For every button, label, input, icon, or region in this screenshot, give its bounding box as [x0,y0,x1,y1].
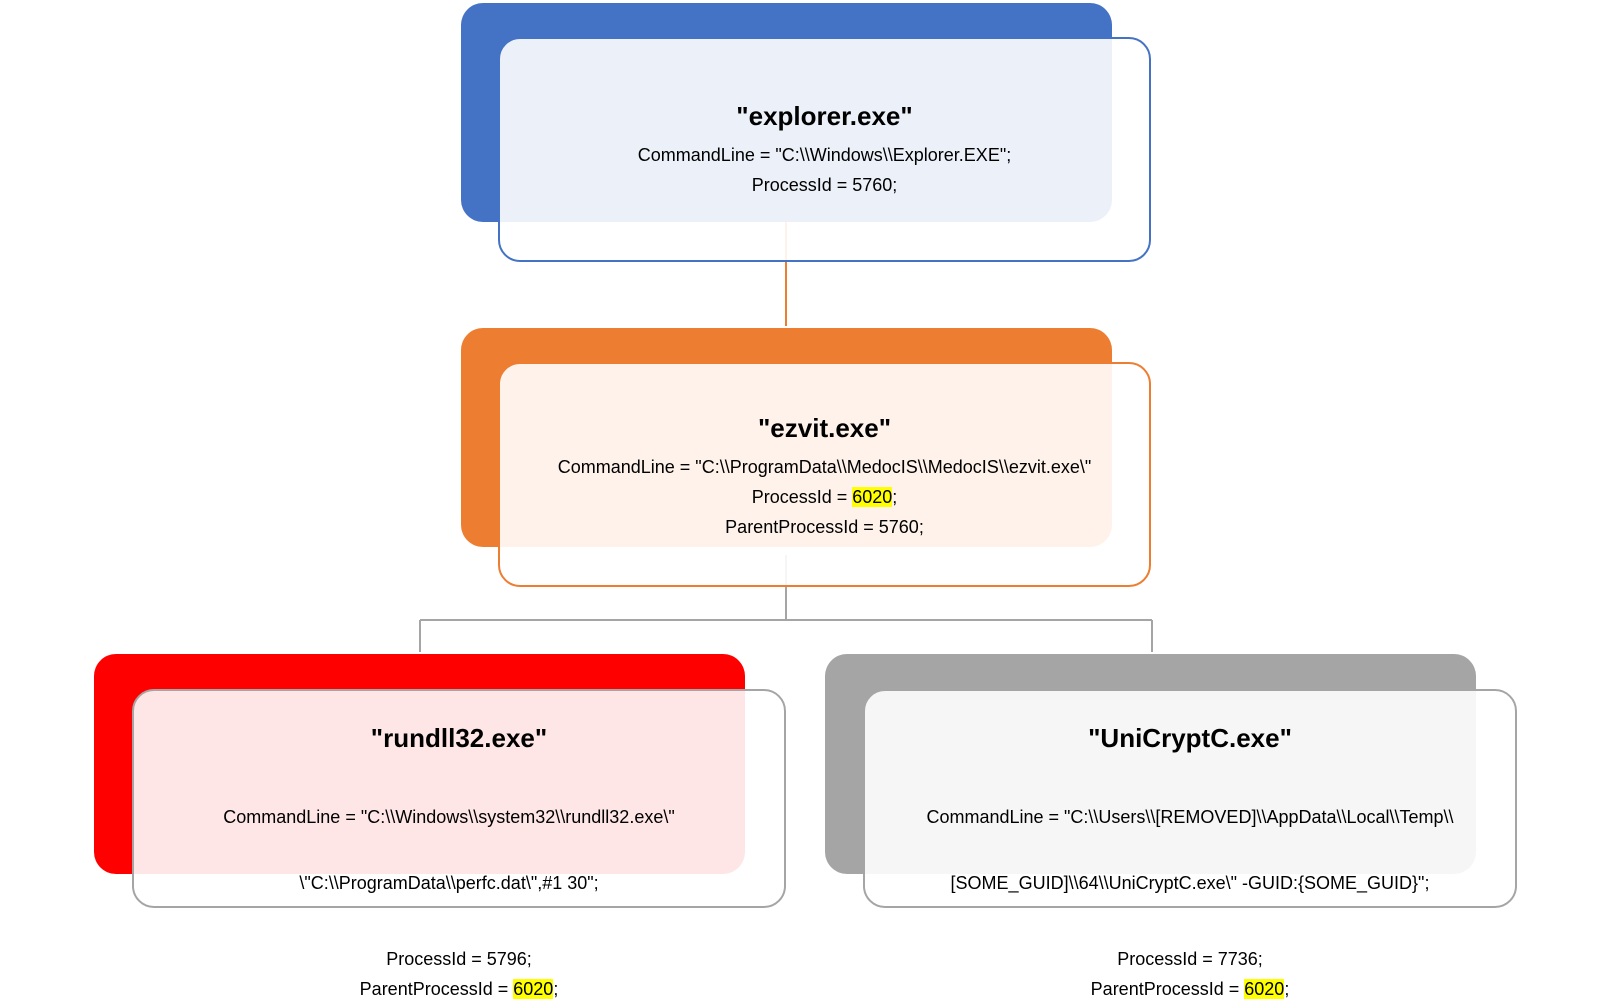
ezvit-name: "ezvit.exe" [757,413,892,443]
ezvit-process-id: ProcessId = 6020; [751,487,898,507]
rundll32-name: "rundll32.exe" [370,723,548,753]
node-explorer: "explorer.exe" CommandLine = "C:\\Window… [461,3,1151,263]
rundll32-front-shape [132,689,786,908]
unicrypt-content: "UniCryptC.exe" CommandLine = "C:\\Users… [863,718,1517,1004]
explorer-front-shape [498,37,1151,262]
unicrypt-parent-id-highlight: 6020 [1244,979,1285,999]
node-rundll32: "rundll32.exe" CommandLine = "C:\\Window… [94,654,789,999]
ezvit-parent-process-id: ParentProcessId = 5760; [725,517,924,537]
node-ezvit: "ezvit.exe" CommandLine = "C:\\ProgramDa… [461,328,1151,588]
ezvit-content: "ezvit.exe" CommandLine = "C:\\ProgramDa… [498,408,1151,542]
unicrypt-command-line: CommandLine = "C:\\Users\\[REMOVED]\\App… [926,807,1454,893]
explorer-name: "explorer.exe" [736,101,913,131]
rundll32-parent-process-id: ParentProcessId = 6020; [359,979,559,999]
rundll32-parent-id-highlight: 6020 [513,979,554,999]
node-unicrypt: "UniCryptC.exe" CommandLine = "C:\\Users… [825,654,1517,999]
rundll32-process-id: ProcessId = 5796; [386,949,532,969]
ezvit-process-id-highlight: 6020 [852,487,893,507]
ezvit-front-shape [498,362,1151,587]
unicrypt-name: "UniCryptC.exe" [1088,723,1292,753]
rundll32-content: "rundll32.exe" CommandLine = "C:\\Window… [132,718,786,1004]
unicrypt-parent-process-id: ParentProcessId = 6020; [1090,979,1290,999]
explorer-process-id: ProcessId = 5760; [751,175,898,195]
rundll32-command-line: CommandLine = "C:\\Windows\\system32\\ru… [223,807,675,893]
unicrypt-front-shape [863,689,1517,908]
explorer-command-line: CommandLine = "C:\\Windows\\Explorer.EXE… [637,145,1012,165]
ezvit-command-line: CommandLine = "C:\\ProgramData\\MedocIS\… [557,457,1092,477]
explorer-content: "explorer.exe" CommandLine = "C:\\Window… [498,96,1151,200]
unicrypt-process-id: ProcessId = 7736; [1117,949,1263,969]
